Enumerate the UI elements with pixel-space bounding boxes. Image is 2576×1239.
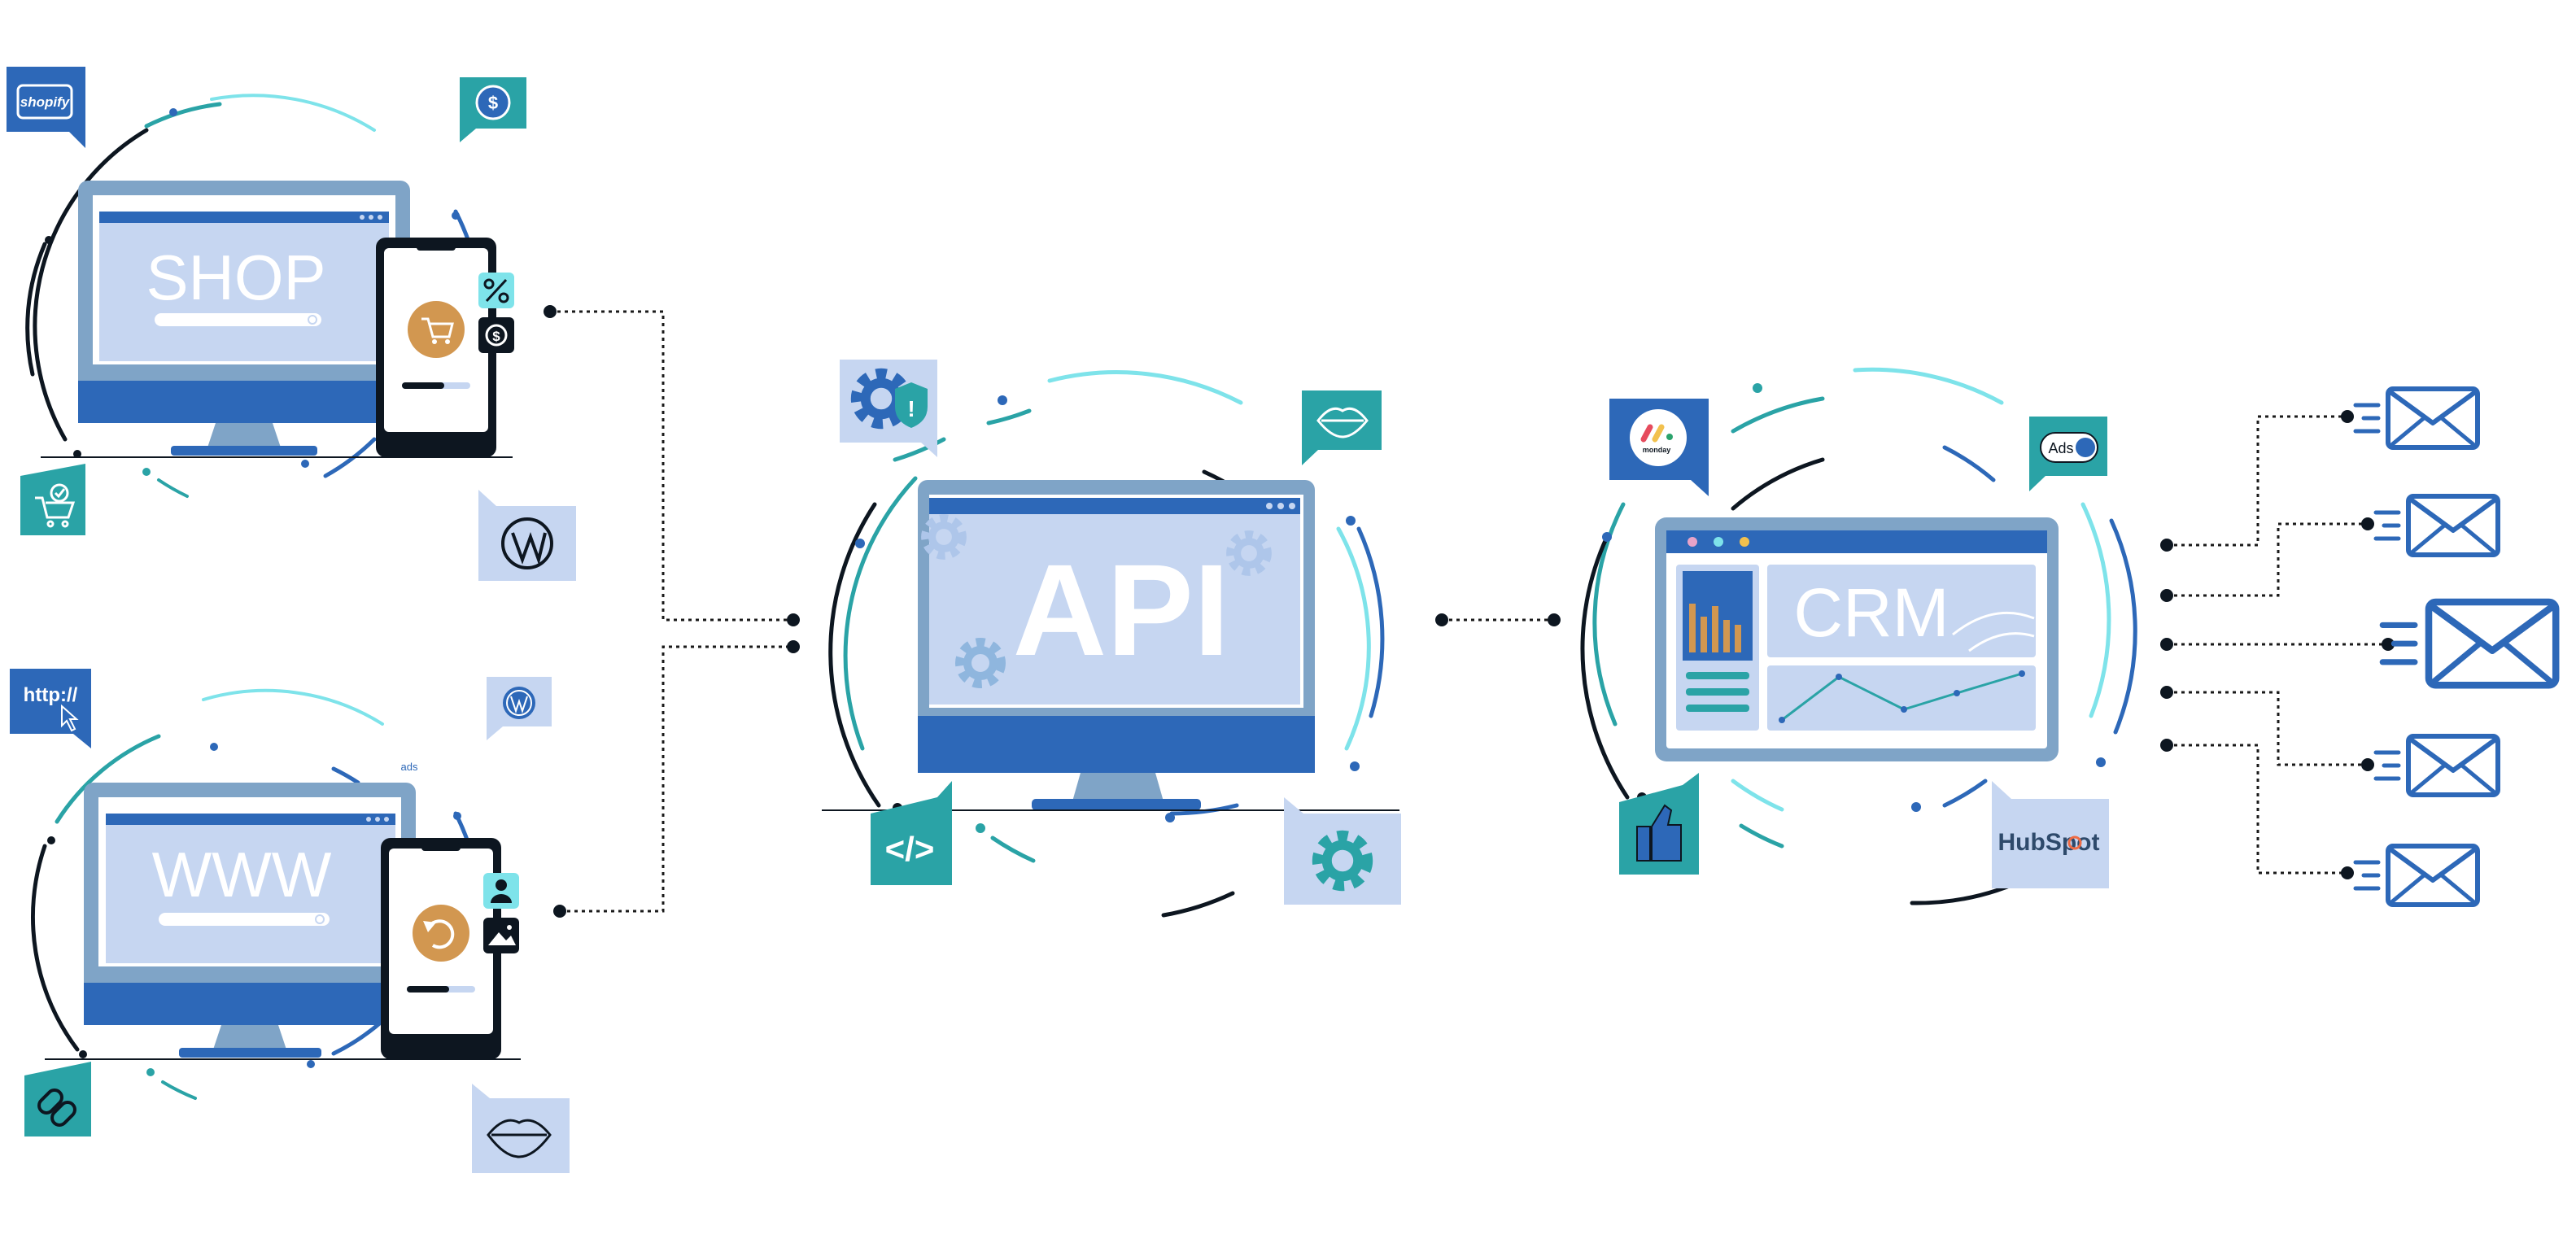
gear-shield-badge: ! bbox=[840, 360, 937, 457]
svg-text:$: $ bbox=[488, 93, 498, 113]
lips-icon-api bbox=[1316, 407, 1369, 438]
gear-shield-icon: ! bbox=[858, 375, 928, 428]
shop-station: SHOP $ bbox=[7, 67, 576, 581]
wordpress-icon-small bbox=[503, 687, 535, 719]
link-badge bbox=[24, 1062, 91, 1136]
wordpress-icon bbox=[501, 517, 553, 569]
crm-decor-arcs bbox=[1580, 367, 2137, 905]
connector-www-to-api bbox=[560, 645, 793, 913]
ads-badge-text: Ads bbox=[2048, 440, 2073, 456]
envelope-icon bbox=[2356, 846, 2478, 905]
code-badge-text: </> bbox=[885, 830, 935, 868]
lips-icon bbox=[487, 1119, 552, 1158]
crm-screen-text: CRM bbox=[1793, 574, 1949, 651]
ads-badge: Ads bbox=[2029, 417, 2107, 491]
cart-check-icon bbox=[35, 483, 76, 528]
connector-crm-email-5 bbox=[2167, 744, 2347, 875]
cart-check-badge bbox=[20, 464, 85, 535]
shop-monitor: SHOP bbox=[41, 181, 513, 458]
dollar-icon bbox=[475, 85, 511, 120]
www-station: ads WWW bbox=[10, 669, 570, 1173]
refresh-icon bbox=[413, 905, 469, 962]
connector-dots bbox=[544, 305, 2395, 918]
wordpress-badge bbox=[478, 490, 576, 581]
dollar-icon bbox=[478, 317, 514, 353]
wordpress-badge-small bbox=[487, 677, 552, 740]
envelope-icon bbox=[2376, 736, 2498, 795]
line-chart-icon bbox=[1767, 665, 2036, 731]
like-badge bbox=[1619, 773, 1699, 875]
thumbs-up-icon bbox=[1636, 804, 1682, 862]
www-decor-dots bbox=[47, 743, 461, 1076]
shopify-badge-text: shopify bbox=[20, 94, 71, 110]
www-phone bbox=[381, 838, 519, 1059]
monday-badge: monday bbox=[1609, 399, 1709, 496]
gear-badge bbox=[1284, 797, 1401, 905]
dollar-badge: $ bbox=[460, 77, 526, 142]
connectors bbox=[550, 310, 2388, 913]
lips-badge bbox=[472, 1084, 570, 1173]
http-badge: http:// bbox=[10, 669, 91, 748]
www-screen-text: WWW bbox=[152, 839, 332, 910]
connector-crm-email-2 bbox=[2167, 522, 2368, 597]
lips-badge-api bbox=[1302, 390, 1382, 465]
crm-decor-dots bbox=[1602, 383, 2106, 812]
hubspot-logo-icon bbox=[2067, 835, 2082, 850]
shopify-badge: shopify bbox=[7, 67, 85, 148]
envelope-icon bbox=[2376, 496, 2498, 555]
link-icon bbox=[37, 1088, 76, 1127]
hubspot-badge: HubSpot bbox=[1992, 781, 2109, 888]
envelope-icon bbox=[2356, 389, 2478, 447]
monday-badge-text: monday bbox=[1643, 446, 1671, 454]
cursor-icon bbox=[61, 704, 79, 732]
shop-phone: $ bbox=[376, 238, 514, 457]
svg-text:!: ! bbox=[907, 396, 915, 421]
connector-crm-email-4 bbox=[2167, 691, 2368, 766]
connector-shop-to-api bbox=[550, 310, 793, 622]
envelope-icon bbox=[2382, 602, 2556, 685]
hubspot-badge-text: HubSpot bbox=[1998, 829, 2100, 856]
shop-decor-dots bbox=[45, 108, 460, 476]
connector-crm-email-1 bbox=[2167, 415, 2347, 547]
shop-screen-text: SHOP bbox=[146, 242, 325, 313]
http-badge-text: http:// bbox=[24, 684, 78, 706]
shopify-logo-icon bbox=[16, 84, 73, 120]
crm-station: CRM monday Ads bbox=[1580, 367, 2137, 905]
api-screen-text: API bbox=[1013, 537, 1230, 683]
code-badge: </> bbox=[871, 781, 952, 885]
api-monitor: API bbox=[822, 480, 1399, 811]
shopping-cart-icon bbox=[408, 301, 465, 358]
api-decor-dots bbox=[855, 395, 1360, 833]
svg-text:$: $ bbox=[492, 329, 500, 344]
ads-small-text: ads bbox=[401, 761, 418, 773]
api-hub: API ! </> bbox=[822, 360, 1401, 918]
www-monitor: WWW bbox=[45, 783, 521, 1060]
crm-monitor: CRM bbox=[1655, 517, 2059, 761]
